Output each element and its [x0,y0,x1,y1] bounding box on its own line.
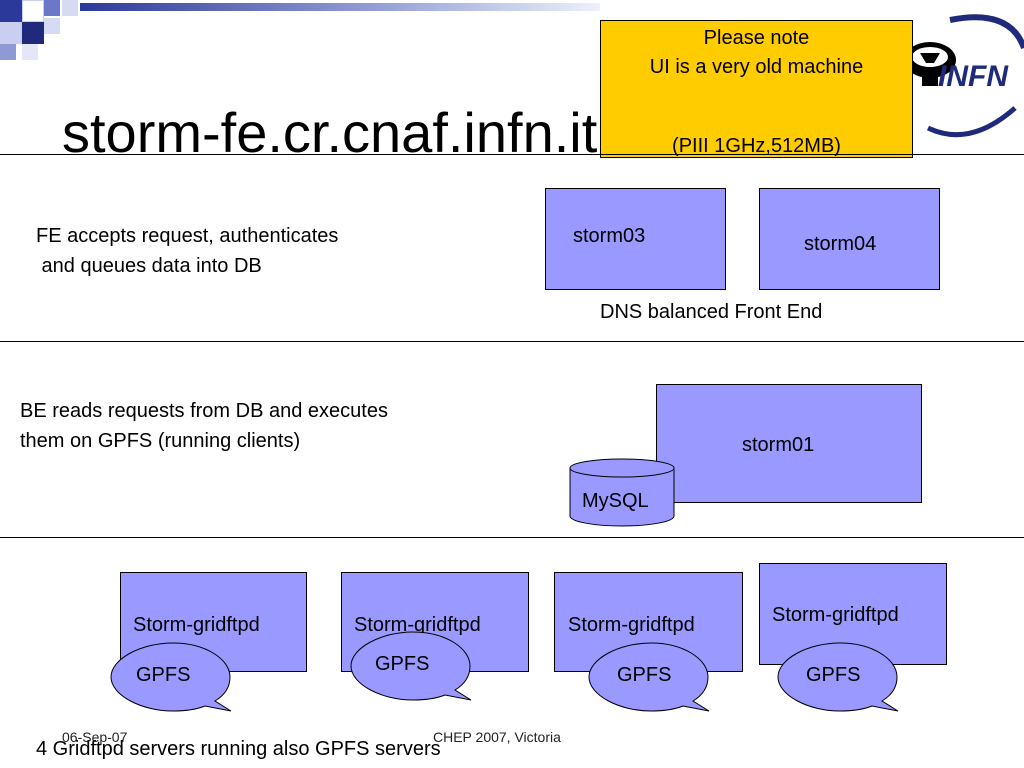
deco-square [22,0,44,22]
fe-caption: DNS balanced Front End [600,301,823,323]
deco-square [44,0,60,16]
be-description-line-2: them on GPFS (running clients) [20,430,301,452]
node-label: storm04 [804,233,877,255]
deco-square [22,22,44,44]
gpfs-bubble: GPFS [109,641,239,713]
node-label: storm03 [573,225,646,247]
deco-square [62,0,78,16]
section-divider [0,537,1024,538]
logo-text: INFN [938,60,1008,93]
server-label: Storm-gridftpd [133,614,260,636]
gpfs-label: GPFS [375,653,430,675]
deco-square [0,22,22,44]
be-description-line-1: BE reads requests from DB and executes [20,400,388,422]
node-storm03: storm03 [545,188,726,290]
deco-square [22,44,38,60]
deco-square [44,18,60,34]
gpfs-bubble: GPFS [587,641,717,713]
fe-description-line-1: FE accepts request, authenticates [36,225,339,247]
server-label: Storm-gridftpd [772,604,899,626]
footer-date: 06-Sep-07 [62,729,128,745]
gpfs-label: GPFS [617,664,672,686]
note-line-2: UI is a very old machine [649,56,864,78]
fe-description-line-2: and queues data into DB [36,255,262,277]
note-box: Please note UI is a very old machine (PI… [600,20,913,158]
node-storm01: storm01 [656,384,922,503]
server-label: Storm-gridftpd [354,614,481,636]
server-label: Storm-gridftpd [568,614,695,636]
deco-square [80,3,600,11]
node-label: storm01 [742,434,815,456]
gpfs-label: GPFS [806,664,861,686]
gpfs-bubble: GPFS [776,641,906,713]
node-storm04: storm04 [759,188,940,290]
footer-event: CHEP 2007, Victoria [433,729,561,745]
gridftp-caption: 4 Gridftpd servers running also GPFS ser… [36,738,441,760]
note-line-3: (PIII 1GHz,512MB) [672,135,841,157]
section-divider [0,341,1024,342]
page-title: storm-fe.cr.cnaf.infn.it [62,101,598,164]
deco-square [0,44,16,60]
gpfs-bubble: GPFS [349,630,479,702]
infn-logo: INFN [900,8,1024,138]
deco-square [0,0,22,22]
mysql-cylinder: MySQL [569,458,675,528]
db-label: MySQL [582,490,649,512]
note-line-1: Please note [703,27,810,49]
gpfs-label: GPFS [136,664,191,686]
section-divider [0,154,1024,155]
gridftp-server-3: Storm-gridftpd [554,572,743,672]
